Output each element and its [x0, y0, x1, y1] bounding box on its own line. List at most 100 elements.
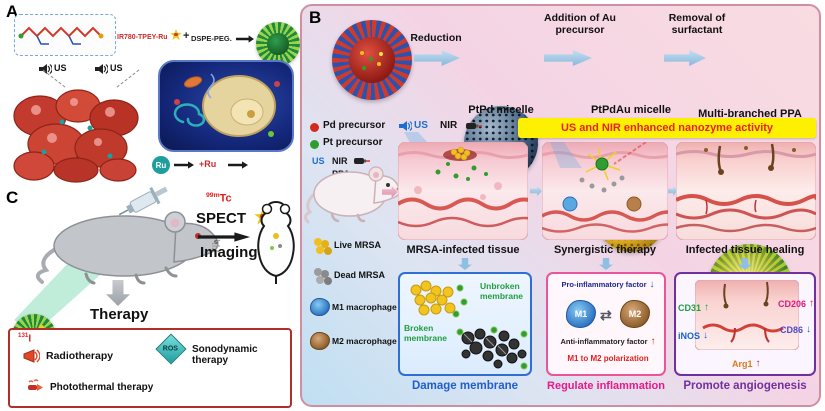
pt-precursor-dot	[310, 140, 319, 149]
ptpdau-micelle-label: PtPdAu micelle	[590, 104, 672, 116]
photothermal-label: Photothermal therapy	[50, 382, 154, 393]
damage-membrane-box: Unbroken membrane Broken membrane	[398, 272, 532, 376]
up-arrow-glyph: ↑	[650, 336, 656, 347]
m1-label: M1	[574, 309, 588, 319]
i131-superscript: 131	[18, 332, 29, 339]
cell-interior-illustration	[173, 73, 280, 137]
cd86-arrow: ↓	[806, 324, 812, 335]
imaging-label: Imaging	[200, 244, 258, 261]
us-top-label: US	[414, 120, 428, 131]
spect-mouse-silhouette	[257, 200, 295, 284]
banner: US and NIR enhanced nanozyme activity	[518, 118, 816, 138]
unbroken-membrane-label: Unbroken membrane	[480, 281, 523, 301]
inos-arrow: ↓	[703, 330, 709, 341]
m1-cell: M1	[566, 300, 596, 328]
panel-b-label: B	[309, 8, 322, 27]
broken-bacteria-illustration	[456, 326, 528, 370]
tissue-caption-mrsa: MRSA-infected tissue	[406, 244, 520, 256]
cell-interior-box	[158, 60, 294, 152]
unbroken-bacteria-illustration	[410, 280, 468, 318]
tissue-caption-healing: Infected tissue healing	[685, 244, 805, 256]
m2-label: M2	[628, 309, 642, 319]
ru-label: Ru	[155, 160, 167, 170]
cd31-arrow: ↑	[704, 302, 710, 313]
banner-text: US and NIR enhanced nanozyme activity	[560, 122, 774, 134]
spect-label: SPECT	[196, 210, 247, 227]
i131-base: I	[28, 333, 32, 345]
removal-arrow-icon	[664, 50, 706, 66]
down-arrow-glyph: ↓	[649, 279, 655, 290]
us-mouse-label: US	[312, 156, 325, 166]
tissue-mrsa-infected	[398, 142, 528, 240]
polymer-structure-icon	[18, 26, 104, 45]
release-arrow-icon	[228, 161, 248, 169]
precursor-dots	[368, 56, 373, 61]
radiotherapy-label: Radiotherapy	[46, 350, 114, 362]
m2-macrophage-icon	[310, 332, 330, 350]
ptpd-micelle-label: PtPd micelle	[468, 104, 534, 116]
reduction-arrow-label: Reduction	[410, 32, 462, 44]
tissue-healing	[676, 142, 816, 240]
removal-arrow-label: Removal of surfactant	[668, 12, 726, 37]
nir-mouse-label: NIR	[332, 156, 348, 166]
sonodynamic-label: Sonodynamic therapy	[192, 344, 258, 366]
cd206-label: CD206	[778, 298, 807, 309]
plus-sign: +	[183, 30, 190, 42]
regulate-inflammation-box: Pro-inflammatory factor ↓ M1 ⇄ M2 Anti-i…	[546, 272, 666, 376]
detail-arrow-icon	[458, 258, 472, 270]
panel-a: A IR780-TPEY-Ru + DSPE-PEG. US US	[2, 2, 300, 225]
detail-arrow-icon	[599, 258, 613, 270]
dspe-label: DSPE-PEG.	[191, 34, 232, 43]
tissue-synergistic-therapy	[542, 142, 668, 240]
cd86-label: CD86	[780, 324, 804, 335]
polymer-structure-box	[14, 14, 116, 56]
promote-angiogenesis-box: CD31 ↑ iNOS ↓ CD206 ↑ CD86 ↓ Arg1 ↑	[674, 272, 816, 376]
assembly-arrow-icon	[236, 35, 254, 43]
cd86-row: CD86 ↓	[780, 324, 811, 335]
ultrasound-icon	[95, 64, 108, 74]
tissue-caption-synergistic: Synergistic therapy	[553, 244, 657, 256]
ppa-label: Multi-branched PPA	[698, 108, 802, 120]
nir-laser-icon	[354, 158, 370, 164]
mouse-illustration	[35, 211, 221, 285]
release-arrow-icon	[174, 161, 194, 169]
nir-top-label: NIR	[440, 120, 458, 131]
cd206-arrow: ↑	[809, 298, 815, 309]
pd-precursor-label: Pd precursor	[323, 120, 386, 131]
us-label-right: US	[110, 63, 123, 73]
reduction-arrow-icon	[414, 50, 460, 66]
tissue-progress-arrow	[668, 186, 677, 196]
star-core	[174, 33, 178, 37]
tc99m-superscript: 99m	[206, 192, 220, 199]
ros-label: ROS	[163, 345, 179, 353]
i131-label: 131I	[18, 332, 31, 344]
cd31-label: CD31	[678, 302, 702, 313]
us-label-left: US	[54, 63, 67, 73]
live-mrsa-label: Live MRSA	[334, 240, 382, 250]
micelle-core	[267, 33, 289, 55]
pro-inflammatory-label: Pro-inflammatory factor	[561, 280, 647, 289]
m2-macrophage-label: M2 macrophage	[332, 336, 397, 346]
panel-c: C 99mTc	[2, 186, 298, 409]
dead-mrsa-icon	[314, 268, 322, 276]
tc99m-base: Tc	[219, 192, 232, 205]
anti-inflammatory-row: Anti-inflammatory factor ↑	[550, 336, 666, 347]
promote-angiogenesis-caption: Promote angiogenesis	[683, 380, 807, 392]
syringe-icon	[113, 176, 172, 220]
m1-macrophage-icon	[310, 298, 330, 316]
cd31-row: CD31 ↑	[678, 302, 709, 313]
polarization-label: M1 to M2 polarization	[567, 354, 649, 363]
ros-diamond-icon: ROS	[155, 333, 187, 365]
radiotherapy-icon	[23, 349, 40, 363]
pt-precursor-label: Pt precursor	[323, 137, 383, 148]
anti-inflammatory-label: Anti-inflammatory factor	[560, 337, 648, 346]
plus-ru-label: +Ru	[199, 159, 217, 169]
panel-c-label: C	[6, 188, 19, 207]
block-copolymer-micelle-illustration	[332, 20, 412, 100]
compound-label: IR780-TPEY-Ru	[117, 34, 168, 41]
arg1-arrow: ↑	[755, 358, 761, 369]
m1-macrophage-label: M1 macrophage	[332, 302, 397, 312]
ultrasound-icon	[39, 64, 52, 74]
nano-micelle-illustration	[256, 22, 300, 66]
